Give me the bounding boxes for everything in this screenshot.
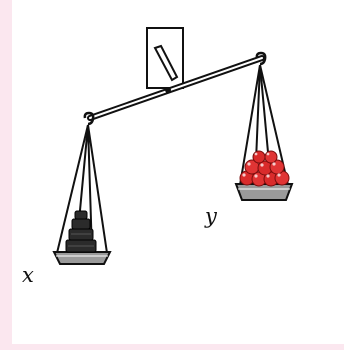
left-pan-label: x [22,263,34,287]
pointer-dial [147,28,183,88]
right-pan-label: y [205,204,217,228]
